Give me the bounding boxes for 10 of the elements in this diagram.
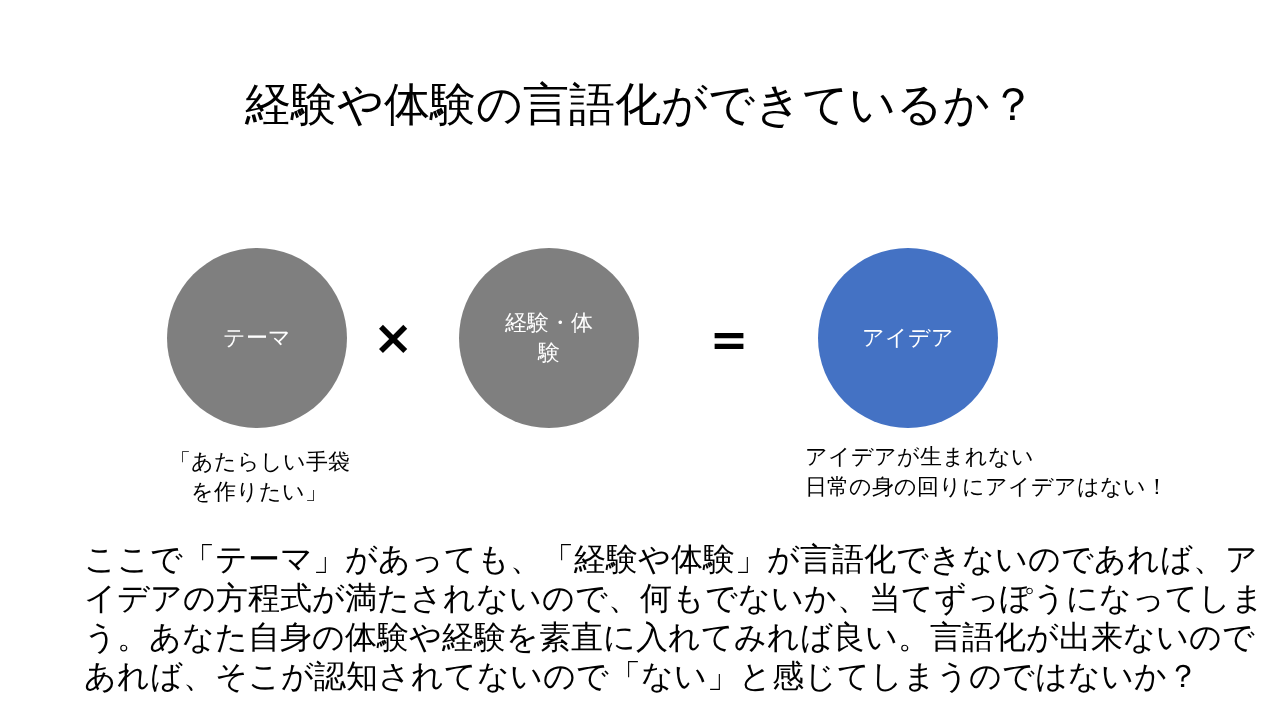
node-label: 経験・体験 — [504, 309, 594, 367]
node-label: テーマ — [223, 324, 291, 352]
paragraph: ここで「テーマ」があっても、「経験や体験」が言語化できないのであれば、アイデアの方程式が満たされないので、何もでないか、当てずっぽうになってしまう。あなた自身の体験や経験を素直に入れてみれば良い。言語化が出来ないのであれば、そこが認知されてないので「ない」と感じてしまうのではないか？ — [84, 540, 1265, 696]
equals-sign: = — [709, 317, 749, 363]
node-label: アイデア — [862, 324, 954, 352]
node-label: アイデアが生まれない — [805, 443, 1034, 471]
node-label: 日常の身の回りにアイデアはない！ — [805, 473, 1168, 501]
title: 経験や体験の言語化ができているか？ — [244, 76, 1036, 133]
node-label: 「あたらしい手袋を作りたい」 — [167, 448, 351, 506]
multiply-sign: × — [372, 313, 414, 361]
